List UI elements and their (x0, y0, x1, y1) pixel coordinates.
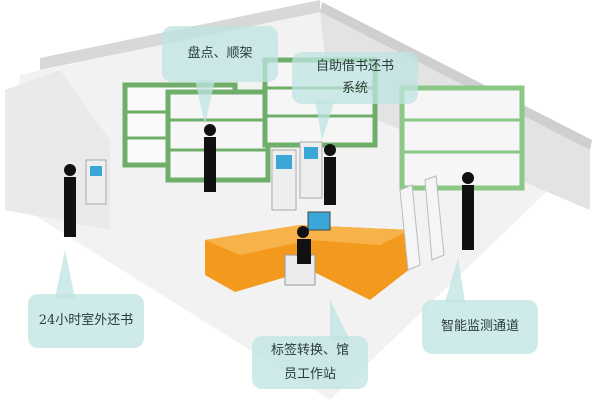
callout-self-service-line2: 系统 (341, 81, 368, 96)
callout-outdoor-return: 24小时室外还书 (28, 294, 144, 348)
callout-inventory-text: 盘点、顺架 (187, 45, 253, 61)
callout-self-service: 自助借书还书 系统 (292, 52, 418, 104)
callout-outdoor-return-text: 24小时室外还书 (38, 312, 134, 328)
callout-self-service-line1: 自助借书还书 (315, 58, 394, 74)
security-gate (399, 175, 445, 271)
callout-security-gate-text: 智能监测通道 (440, 318, 519, 334)
bookshelf-right (399, 85, 525, 191)
callout-inventory: 盘点、顺架 (162, 26, 278, 82)
outer-wall (5, 70, 110, 230)
bookshelf-left-front (165, 89, 271, 183)
callout-workstation-line2: 员工作站 (283, 366, 336, 382)
callout-security-gate: 智能监测通道 (422, 300, 538, 354)
people-silhouettes (64, 124, 474, 264)
callout-workstation-line1: 标签转换、馆 (270, 343, 349, 359)
callout-workstation: 标签转换、馆 员工作站 (252, 336, 368, 389)
